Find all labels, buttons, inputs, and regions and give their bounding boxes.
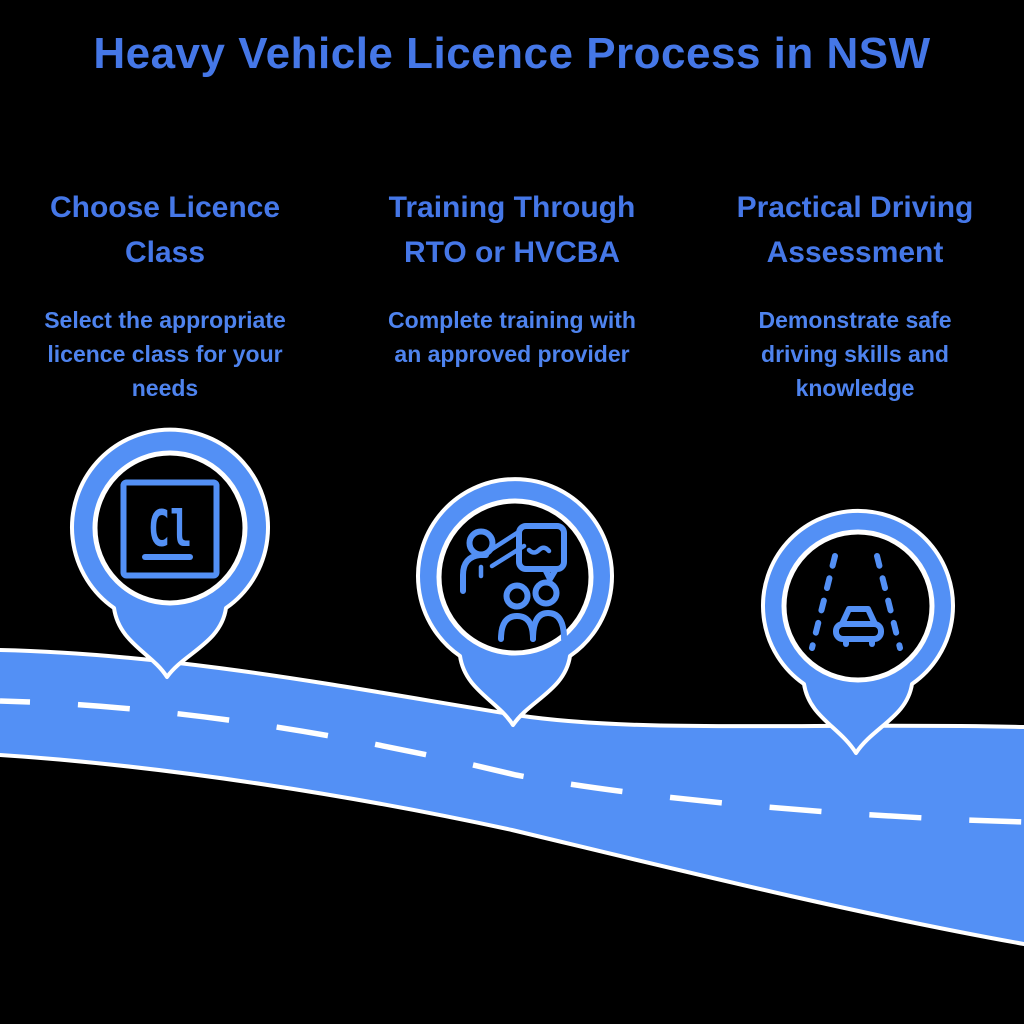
pin-3-marker <box>761 508 955 755</box>
lane-dashed-line-right <box>874 553 903 651</box>
pin-1-marker: Cl <box>70 427 270 679</box>
description-line: licence class for your <box>47 341 283 367</box>
step-2-description: Complete training with an approved provi… <box>352 303 672 371</box>
heading-line: Class <box>124 236 206 269</box>
step-3-heading: Practical Driving Assessment <box>695 185 1015 275</box>
road-bottom-edge-line <box>0 753 1024 946</box>
step-1-column: Choose Licence Class Select the appropri… <box>5 185 325 405</box>
heading-line: Practical Driving <box>736 191 974 224</box>
step-3-column: Practical Driving Assessment Demonstrate… <box>695 185 1015 405</box>
instructor-training-pin-icon <box>460 523 567 642</box>
vehicle-body <box>833 621 884 642</box>
licence-card-outline <box>120 479 220 579</box>
pin-2-marker <box>416 477 614 727</box>
step-1-heading: Choose Licence Class <box>5 185 325 275</box>
description-line: needs <box>131 375 199 401</box>
description-line: Complete training with <box>388 307 636 333</box>
student-head <box>503 582 531 610</box>
licence-class-label: Cl <box>148 500 192 558</box>
heading-line: RTO or HVCBA <box>403 236 621 269</box>
step-2-heading: Training Through RTO or HVCBA <box>352 185 672 275</box>
lane-dashed-line-left <box>809 553 838 651</box>
description-line: knowledge <box>795 375 915 401</box>
step-1-description: Select the appropriate licence class for… <box>5 303 325 405</box>
description-line: an approved provider <box>394 341 630 367</box>
heading-line: Training Through <box>388 191 636 224</box>
description-line: Demonstrate safe <box>758 307 952 333</box>
heading-line: Assessment <box>766 236 944 269</box>
road-centre-dashed-line <box>0 698 1024 825</box>
licence-class-pin-icon: Cl <box>120 479 220 579</box>
description-line: driving skills and <box>761 341 949 367</box>
student-head <box>532 579 560 607</box>
description-line: Select the appropriate <box>44 307 286 333</box>
page-title: Heavy Vehicle Licence Process in NSW <box>93 29 931 78</box>
board-pointer <box>542 566 559 582</box>
road-surface <box>0 650 1024 944</box>
instructor-arm-top <box>483 530 520 556</box>
pin-inner-circle <box>92 450 248 606</box>
board-scribble <box>526 545 552 555</box>
heading-line: Choose Licence <box>49 191 281 224</box>
student-shoulders <box>530 610 567 642</box>
step-2-column: Training Through RTO or HVCBA Complete t… <box>352 185 672 371</box>
instructor-body <box>460 552 489 594</box>
road-driving-pin-icon <box>809 553 903 651</box>
training-board <box>516 523 567 572</box>
step-3-description: Demonstrate safe driving skills and know… <box>695 303 1015 405</box>
